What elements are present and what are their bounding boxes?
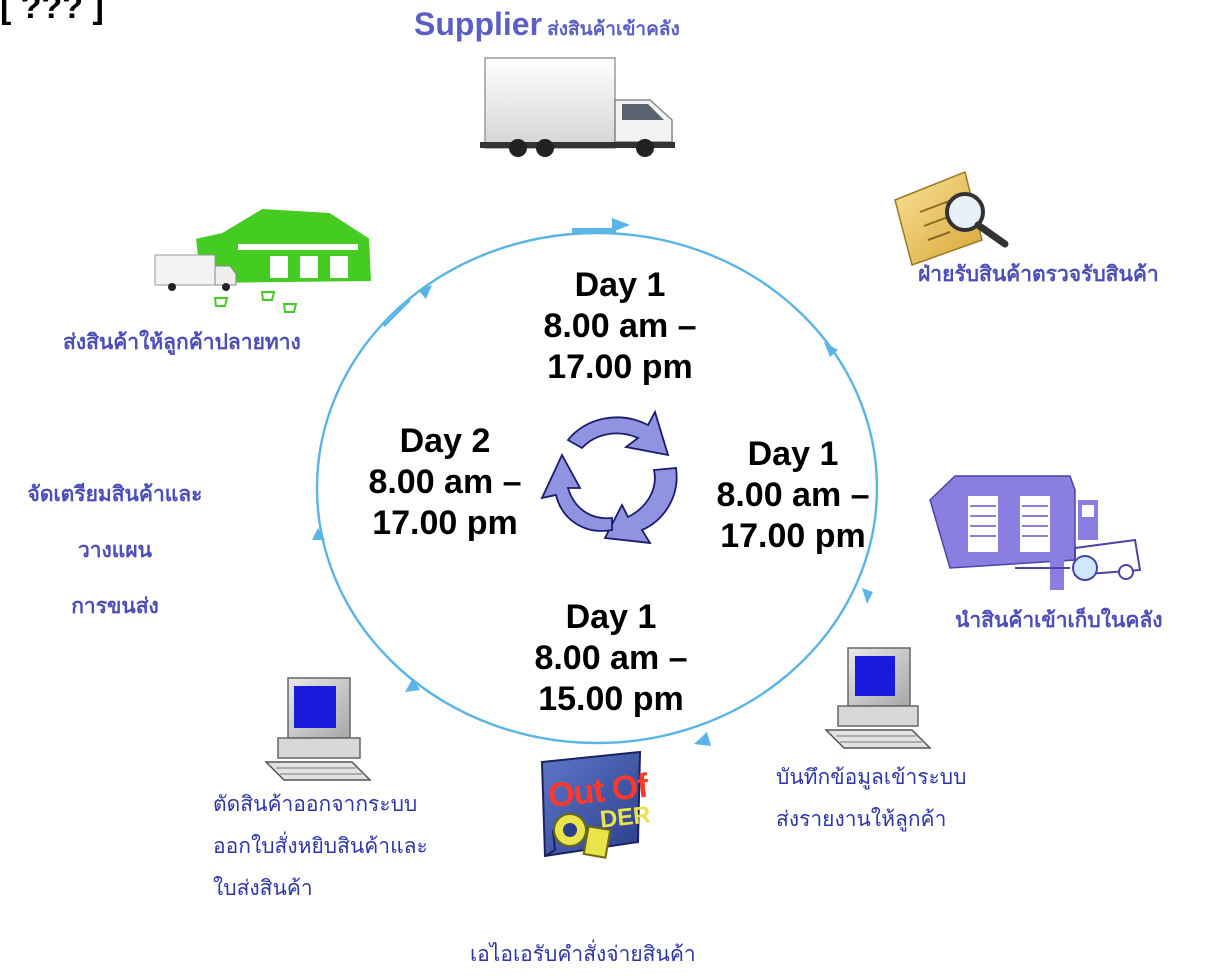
recycle-icon [540, 409, 678, 545]
supplier-heading: Supplier ส่งสินค้าเข้าคลัง [414, 6, 680, 44]
sign-text-line2-right: DER [598, 801, 652, 834]
cycle-arrow-left [312, 528, 325, 540]
cycle-arrow-upper-left [418, 285, 432, 299]
computer-icon-left [264, 677, 372, 781]
computer-icon-right [824, 647, 932, 749]
cycle-label-bottom: Day 1 8.00 am – 15.00 pm [534, 598, 688, 718]
cycle-circle [312, 218, 879, 746]
cycle-arrow-lower-left [405, 678, 420, 692]
supplier-word: Supplier [414, 6, 543, 42]
step-cut-from-system: ตัดสินค้าออกจากระบบ ออกใบสั่งหยิบสินค้าแ… [213, 792, 428, 900]
customer-store-icon [154, 206, 374, 313]
step-store-in-warehouse: นำสินค้าเข้าเก็บในคลัง [955, 607, 1163, 632]
supplier-action-text: ส่งสินค้าเข้าคลัง [547, 18, 680, 40]
cycle-label-left: Day 2 8.00 am – 17.00 pm [368, 422, 522, 542]
cycle-arrow-right [862, 588, 873, 604]
cycle-label-right: Day 1 8.00 am – 17.00 pm [716, 435, 870, 555]
cycle-arrow-upper-right [824, 342, 838, 357]
out-of-order-sign [540, 750, 642, 859]
inspection-document-icon [894, 170, 1009, 266]
corner-title-fragment: [ ??? ] [0, 0, 104, 26]
cycle-arrow-top [612, 218, 630, 232]
cycle-arrow-lower-right [694, 732, 711, 746]
step-receiving-check: ฝ่ายรับสินค้าตรวจรับสินค้า [918, 261, 1159, 286]
cycle-label-top: Day 1 8.00 am – 17.00 pm [543, 266, 697, 386]
step-ai-receive-order: เอไอเอรับคำสั่งจ่ายสินค้า [470, 942, 696, 966]
warehouse-icon [929, 475, 1142, 590]
supplier-truck-icon [480, 57, 675, 157]
step-prepare-and-plan: จัดเตรียมสินค้าและ วางแผน การขนส่ง [27, 481, 203, 618]
step-record-data: บันทึกข้อมูลเข้าระบบ ส่งรายงานให้ลูกค้า [776, 765, 967, 831]
step-deliver-customer: ส่งสินค้าให้ลูกค้าปลายทาง [63, 329, 301, 354]
